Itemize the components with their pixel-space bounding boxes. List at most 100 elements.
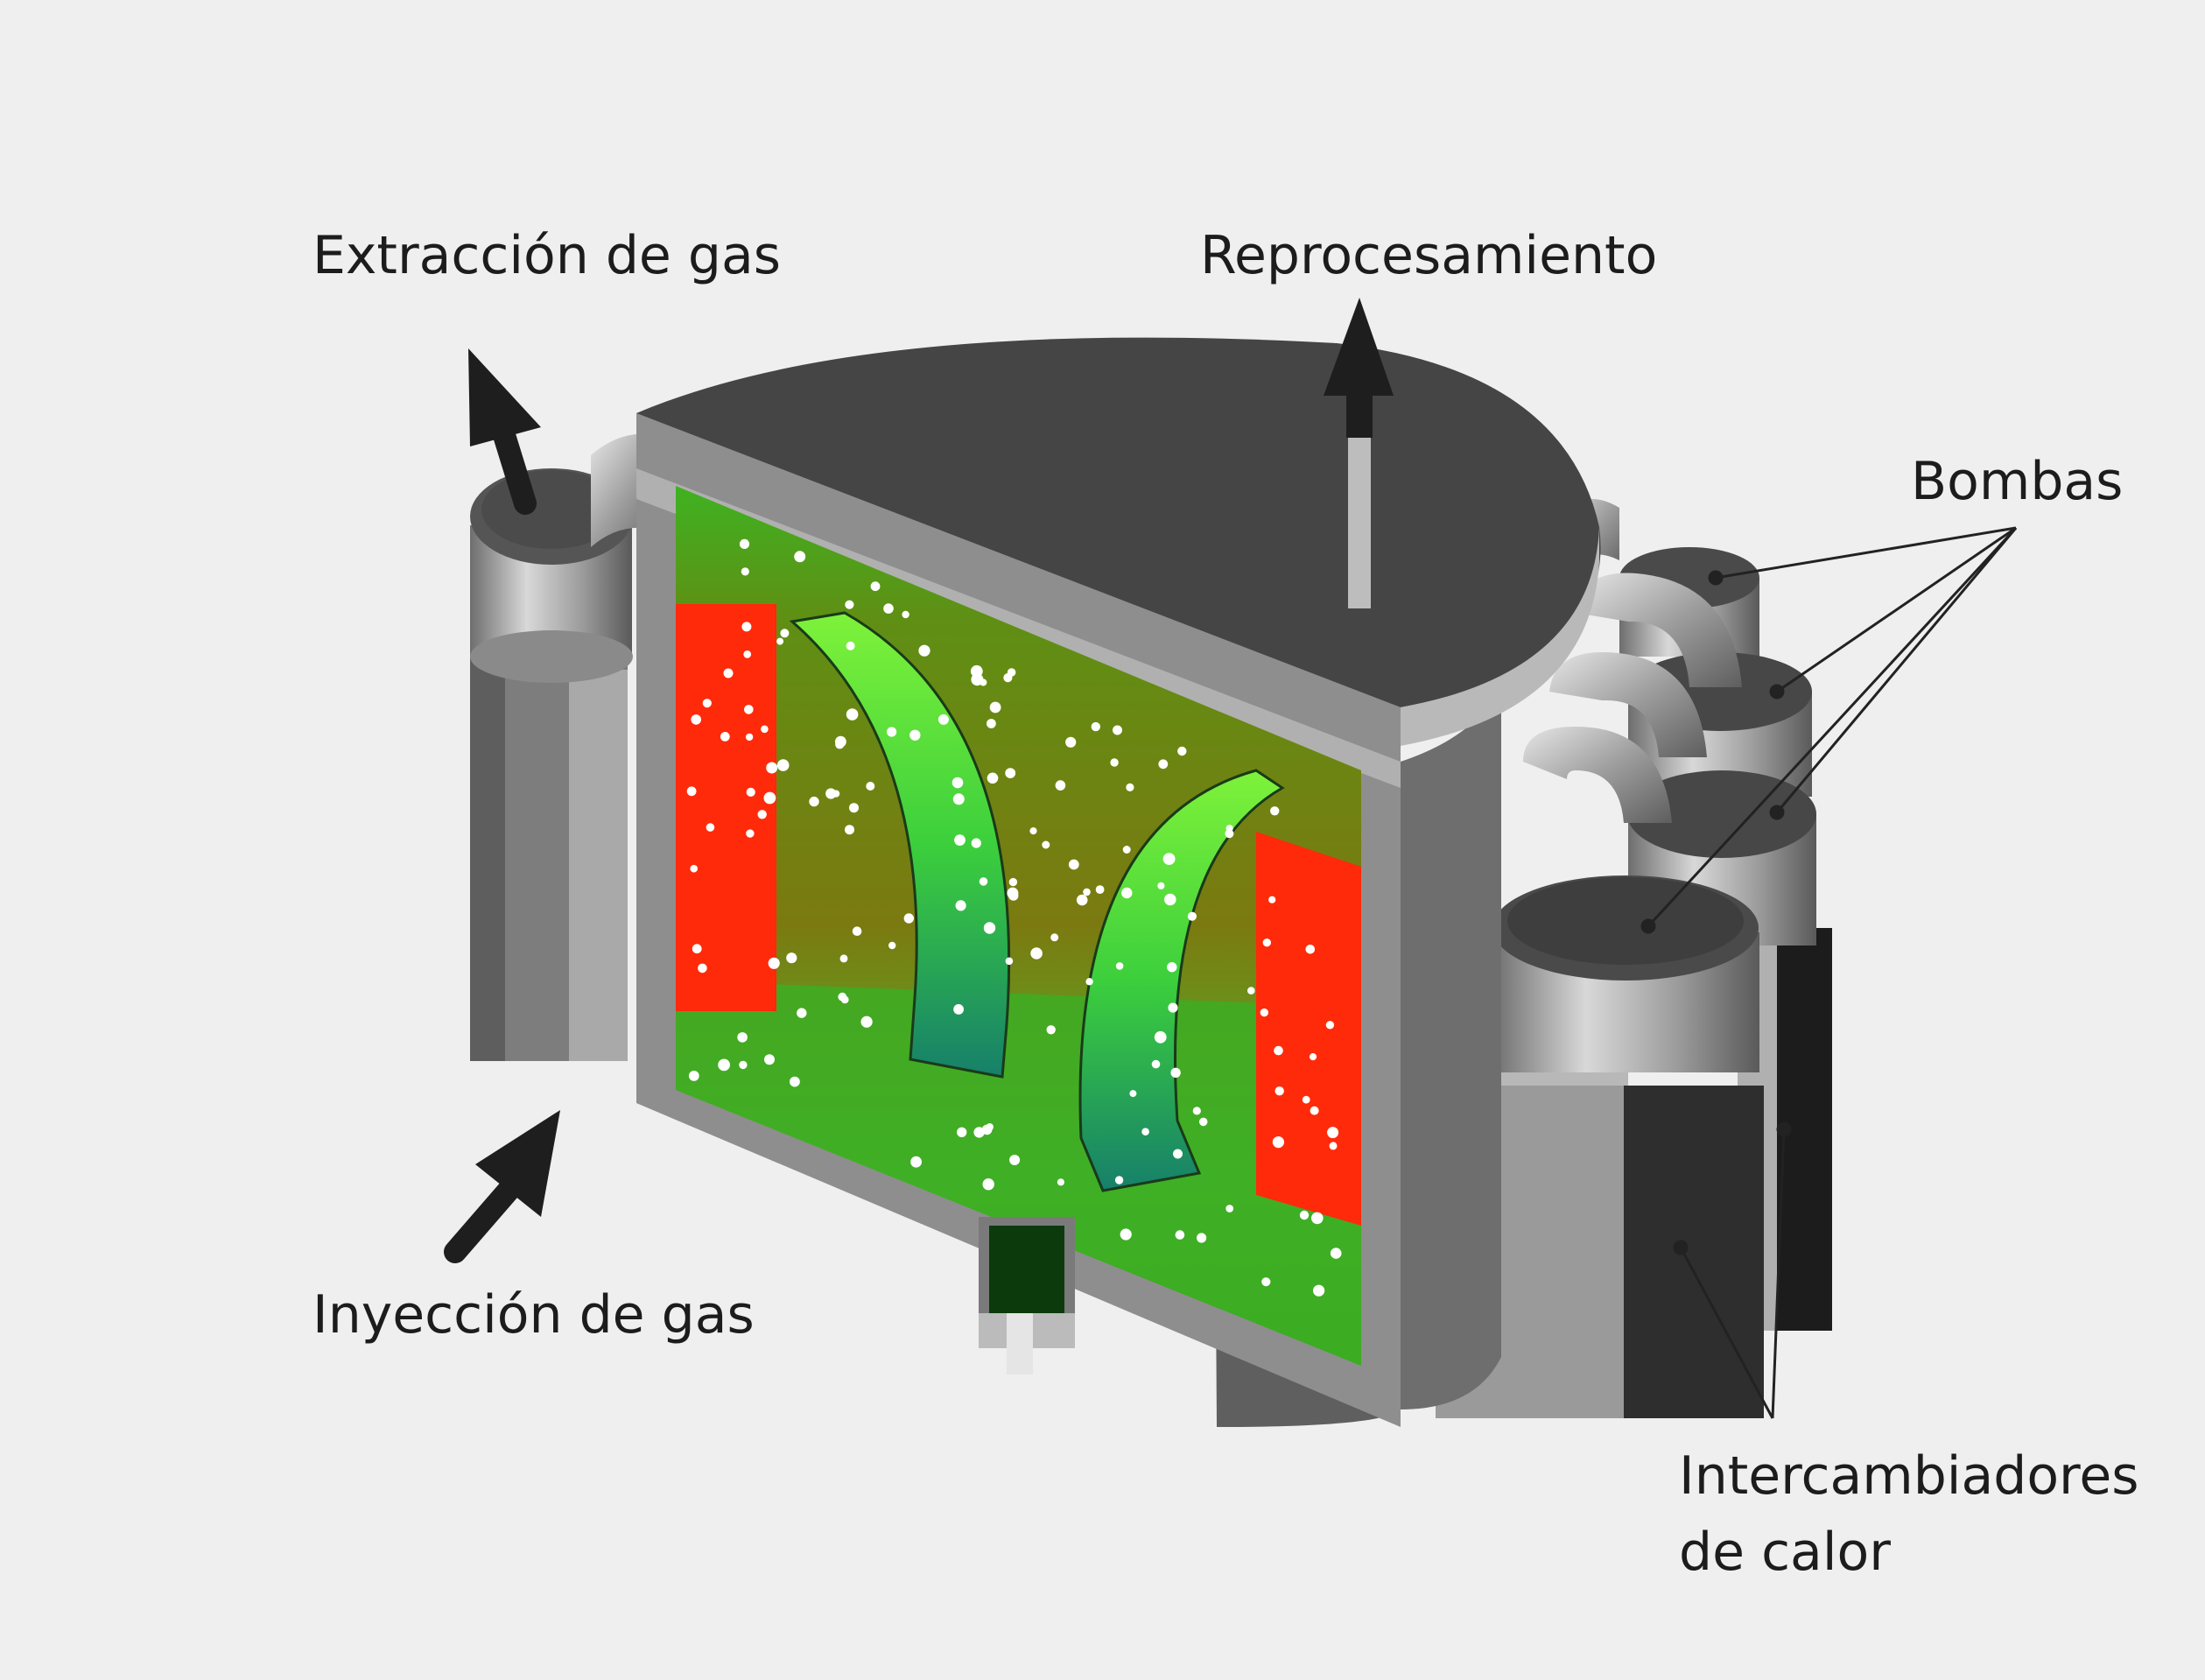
gas-bubble (1299, 1210, 1310, 1220)
gas-bubble (1275, 1086, 1284, 1096)
gas-bubble (887, 727, 897, 737)
gas-bubble (686, 786, 697, 797)
gas-bubble (690, 864, 698, 873)
gas-bubble (870, 581, 881, 592)
gas-bubble (883, 603, 894, 614)
gas-bubble (1192, 1107, 1201, 1115)
gas-bubble (1121, 887, 1133, 899)
gas-bubble (706, 823, 715, 832)
gas-bubble (952, 793, 965, 805)
gas-bubble (1115, 962, 1124, 970)
gas-bubble (825, 788, 837, 799)
gas-bubble (1327, 1127, 1339, 1139)
gas-bubble (1065, 736, 1077, 748)
gas-bubble (1170, 1067, 1181, 1079)
gas-bubble (746, 787, 755, 798)
gas-bubble (1311, 1212, 1324, 1225)
gas-bubble (1091, 721, 1101, 732)
gas-bubble (1198, 1117, 1208, 1127)
gas-injection-label: Inyección de gas (312, 1284, 755, 1346)
gas-bubble (1042, 840, 1050, 849)
gas-bubble (1164, 893, 1176, 906)
gas-bubble (797, 1008, 807, 1018)
gas-bubble (1325, 1021, 1335, 1030)
gas-bubble (1177, 746, 1187, 756)
gas-bubble (698, 963, 707, 974)
gas-bubble (744, 705, 754, 714)
gas-bubble (845, 600, 854, 609)
gas-bubble (691, 714, 701, 725)
gas-bubble (1009, 1155, 1021, 1165)
gas-bubble (764, 1054, 775, 1065)
reactor-core (676, 486, 1361, 1366)
gas-bubble (979, 877, 988, 886)
gas-bubble (987, 719, 996, 728)
gas-bubble (1110, 758, 1119, 767)
gas-bubble (986, 1123, 994, 1131)
gas-bubble (839, 954, 848, 963)
gas-bubble (1173, 1149, 1183, 1159)
gas-bubble (910, 1156, 922, 1168)
gas-bubble (1274, 1045, 1283, 1056)
flow-blade-left (789, 611, 1011, 1079)
gas-bubble (954, 834, 966, 846)
gas-bubble (1095, 885, 1105, 894)
gas-bubble (1030, 947, 1043, 959)
gas-bubble (763, 791, 776, 805)
gas-bubble (953, 1004, 964, 1015)
gas-bubble (739, 538, 750, 550)
gas-bubble (741, 567, 749, 576)
gas-bubble (957, 1127, 967, 1138)
gas-bubble (692, 944, 702, 954)
gas-bubble (1262, 938, 1272, 947)
gas-bubble (757, 810, 767, 819)
right-side-units (1436, 499, 1832, 1418)
gas-bubble (1270, 806, 1280, 816)
gas-bubble (852, 926, 862, 936)
gas-bubble (860, 1016, 873, 1028)
gas-bubble (1247, 987, 1255, 995)
gas-bubble (1305, 945, 1316, 954)
bottom-nozzle (979, 1217, 1075, 1374)
gas-injection-arrow (444, 1110, 560, 1263)
gas-bubble (937, 713, 949, 725)
gas-bubble (745, 733, 754, 742)
gas-bubble (846, 708, 859, 721)
gas-bubble (1046, 1025, 1056, 1035)
gas-bubble (746, 829, 755, 838)
left-side-unit (470, 433, 670, 1061)
gas-bubble (1187, 911, 1197, 921)
gas-bubble (955, 900, 966, 911)
gas-bubble (776, 759, 790, 771)
gas-bubble (1154, 1030, 1167, 1044)
gas-bubble (1329, 1142, 1338, 1150)
gas-bubble (723, 668, 734, 678)
gas-bubble (987, 772, 999, 784)
reflector-left (676, 604, 776, 1011)
gas-bubble (1261, 1277, 1271, 1287)
gas-bubble (1225, 829, 1234, 839)
gas-bubble (1114, 1176, 1124, 1184)
gas-bubble (888, 941, 896, 950)
gas-bubble (1129, 1090, 1137, 1098)
gas-bubble (768, 957, 780, 969)
gas-bubble (846, 641, 855, 650)
heat-exchangers-label: Intercambiadores de calor (1679, 1438, 2169, 1591)
gas-bubble (1076, 894, 1088, 906)
gas-bubble (1008, 877, 1018, 887)
gas-extraction-label: Extracción de gas (312, 225, 782, 286)
gas-bubble (832, 790, 840, 798)
gas-bubble (1158, 759, 1169, 770)
gas-bubble (1055, 780, 1066, 791)
leader-lines (1640, 526, 2018, 1419)
gas-bubble (790, 1076, 800, 1087)
gas-bubble (786, 952, 797, 964)
gas-bubble (1225, 1205, 1234, 1213)
reflector-right (1256, 832, 1361, 1226)
gas-bubble (903, 913, 915, 924)
gas-bubble (970, 664, 983, 678)
gas-bubble (1310, 1106, 1319, 1115)
gas-bubble (1151, 1059, 1161, 1069)
gas-bubble (909, 729, 921, 741)
gas-bubble (1175, 1230, 1185, 1240)
